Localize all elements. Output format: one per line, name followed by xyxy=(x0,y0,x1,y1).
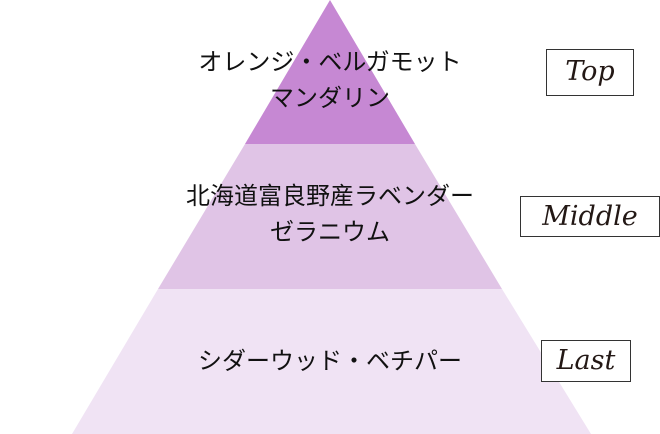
top-note-line: マンダリン xyxy=(270,84,390,112)
last-note-line: シダーウッド・ベチパー xyxy=(198,347,462,375)
middle-notes: 北海道富良野産ラベンダー ゼラニウム xyxy=(0,178,660,250)
top-notes: オレンジ・ベルガモット マンダリン xyxy=(0,44,660,116)
middle-note-line: ゼラニウム xyxy=(270,218,390,246)
tier-label-last: Last xyxy=(541,340,631,382)
tier-middle-band xyxy=(158,144,502,289)
tier-label-middle: Middle xyxy=(520,196,660,237)
middle-note-line: 北海道富良野産ラベンダー xyxy=(186,182,474,210)
tier-last-band xyxy=(72,289,591,434)
tier-top-band xyxy=(245,0,415,144)
last-notes: シダーウッド・ベチパー xyxy=(0,343,660,379)
tier-label-top: Top xyxy=(546,49,634,96)
top-note-line: オレンジ・ベルガモット xyxy=(198,48,462,76)
